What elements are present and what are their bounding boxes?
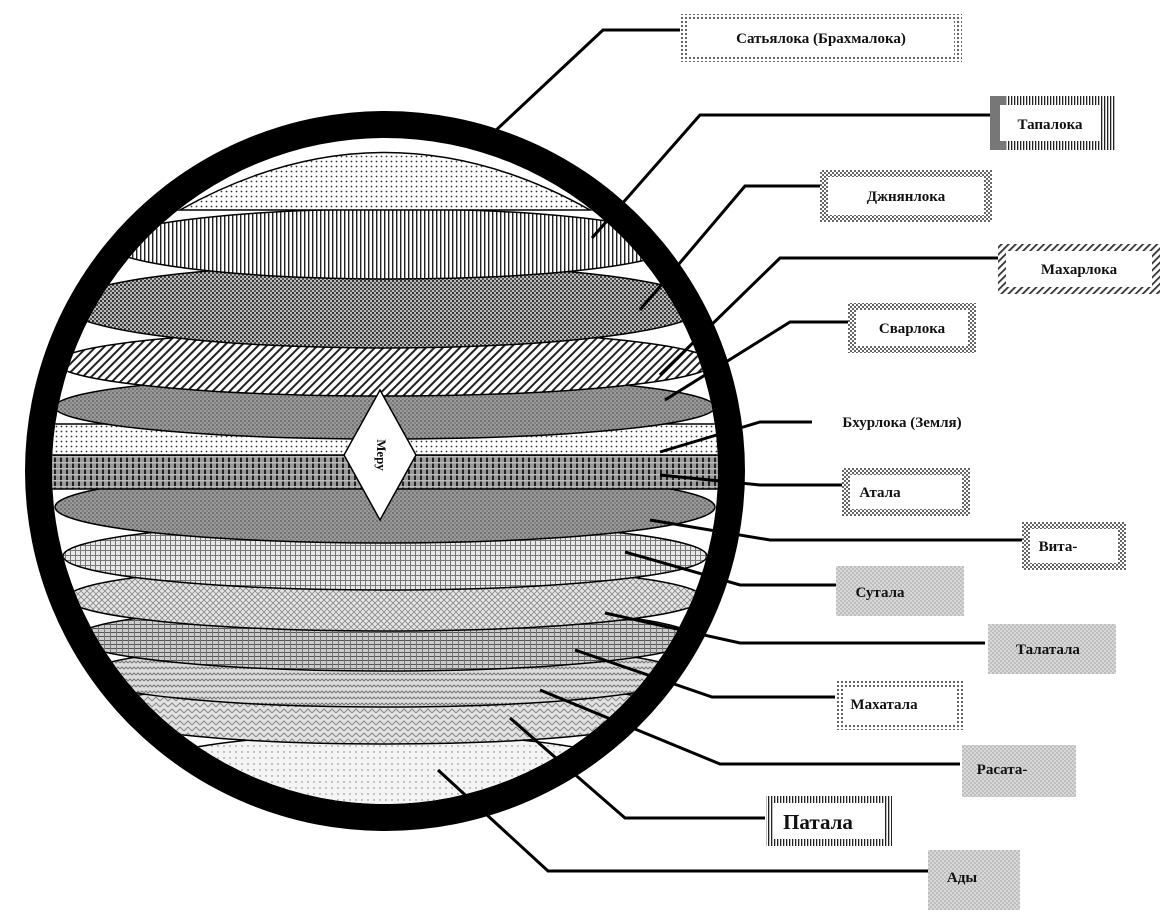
label-vitala-box: Вита- bbox=[1022, 522, 1126, 570]
label-mahatala: Махатала bbox=[850, 697, 918, 713]
leader-mahatala bbox=[574, 648, 835, 699]
leader-bhurloka bbox=[659, 420, 812, 454]
label-ady-box: Ады bbox=[928, 850, 1020, 910]
label-bhurloka: Бхурлока (Земля) bbox=[842, 415, 961, 431]
label-patala: Патала bbox=[783, 810, 853, 834]
label-talatala-box: Талатала bbox=[988, 624, 1116, 674]
label-maharloka-box: Махарлока bbox=[998, 244, 1160, 294]
label-svarloka: Сварлока bbox=[879, 321, 946, 337]
meru-diamond bbox=[343, 388, 417, 522]
label-satyaloka: Сатьялока (Брахмалока) bbox=[736, 31, 906, 47]
label-dzhnyanaloka: Джнянлока bbox=[867, 189, 946, 205]
label-talatala: Талатала bbox=[1016, 642, 1080, 658]
label-patala-box: Патала bbox=[766, 796, 892, 846]
leader-patala bbox=[509, 716, 765, 820]
label-dzhnyanaloka-box: Джнянлока bbox=[820, 170, 992, 222]
leader-maharloka bbox=[658, 256, 1000, 377]
leader-rasatala bbox=[539, 688, 960, 766]
leader-talatala bbox=[604, 611, 985, 645]
leader-svarloka bbox=[664, 320, 850, 402]
leader-vitala bbox=[649, 518, 1025, 542]
label-sutala: Сутала bbox=[855, 585, 905, 601]
layer-satyaloka bbox=[177, 151, 593, 211]
leader-atala bbox=[659, 473, 845, 487]
label-atala: Атала bbox=[859, 485, 901, 501]
label-tapaloka: Тапалока bbox=[1017, 117, 1083, 133]
shell-label: Оболочка Брахманды bbox=[264, 67, 513, 115]
meru-label: Меру bbox=[374, 439, 389, 471]
layer-tapaloka bbox=[106, 208, 678, 280]
label-mahatala-box: Махатала bbox=[836, 680, 964, 730]
leader-sutala bbox=[624, 550, 840, 587]
leader-lines bbox=[436, 28, 1025, 873]
label-svarloka-box: Сварлока bbox=[848, 303, 976, 353]
label-rasatala: Расата- bbox=[977, 762, 1028, 778]
leader-tapaloka bbox=[590, 113, 993, 239]
label-vitala: Вита- bbox=[1039, 539, 1078, 555]
leader-dzhnyanaloka bbox=[638, 184, 823, 311]
label-rasatala-box: Расата- bbox=[962, 745, 1076, 797]
label-atala-box: Атала bbox=[842, 468, 970, 516]
label-sutala-box: Сутала bbox=[836, 566, 964, 616]
label-satyaloka-box: Сатьялока (Брахмалока) bbox=[680, 14, 962, 62]
label-bhurloka-box: Бхурлока (Земля) bbox=[842, 415, 961, 431]
leader-satyaloka bbox=[491, 28, 683, 135]
leader-ady bbox=[436, 768, 930, 873]
label-ady: Ады bbox=[947, 870, 977, 886]
label-maharloka: Махарлока bbox=[1041, 262, 1118, 278]
label-tapaloka-box: Тапалока bbox=[990, 96, 1116, 150]
